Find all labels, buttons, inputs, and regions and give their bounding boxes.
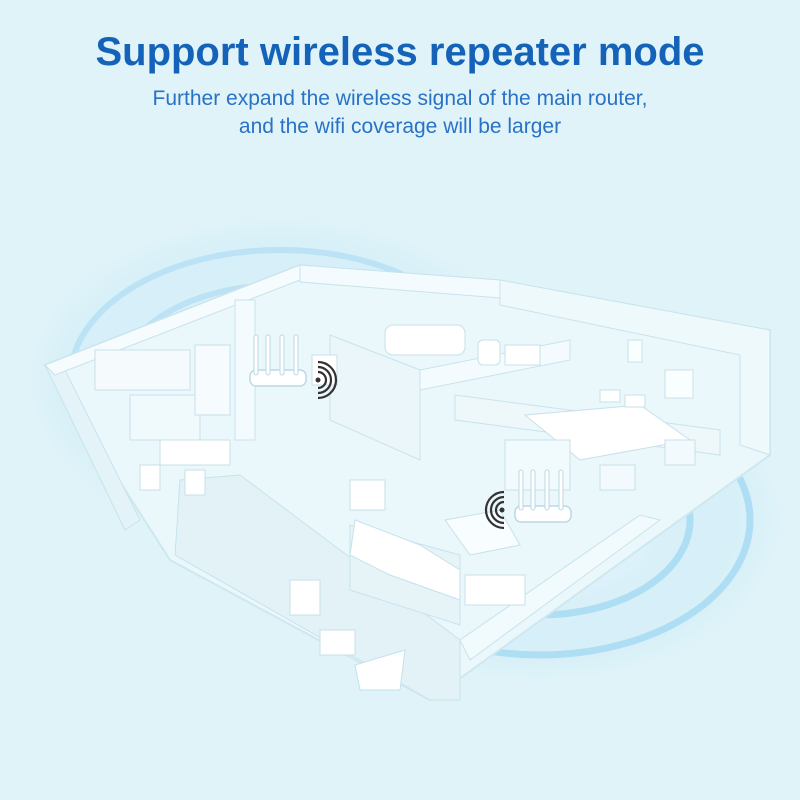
balcony-area [289, 579, 406, 691]
page-title: Support wireless repeater mode [95, 30, 705, 74]
router-icon [514, 469, 572, 523]
page-subtitle: Further expand the wireless signal of th… [0, 85, 800, 141]
header: Support wireless repeater mode Further e… [0, 30, 800, 141]
router-icon [249, 334, 307, 387]
wifi-signal-icon [315, 360, 338, 400]
wifi-signal-icon [484, 490, 505, 530]
subtitle-line-2: and the wifi coverage will be larger [238, 115, 562, 138]
subtitle-line-1: Further expand the wireless signal of th… [152, 87, 648, 110]
outer-walls [44, 264, 771, 701]
kitchen-area [94, 344, 231, 496]
living-room-area [349, 439, 571, 606]
